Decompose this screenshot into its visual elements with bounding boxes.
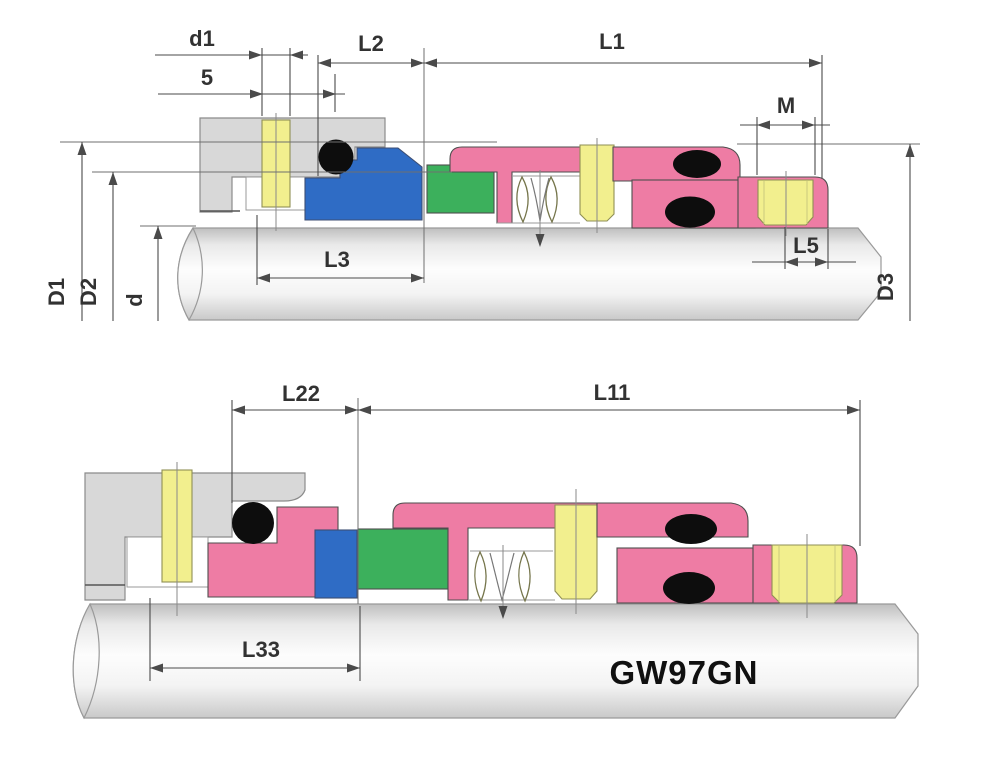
dim-L1: L1 [424,29,823,178]
shaft-body [177,227,882,321]
dim-L11-arrow-left [358,405,371,415]
drive-collar-edges-lower [778,546,836,602]
dim-label-5: 5 [201,65,213,90]
dim-L11-lines [358,400,861,546]
dim-D1: D1 [44,142,87,321]
dim-5-arrow-left [250,89,263,99]
dim-L11-arrow-right [847,405,860,415]
wave-spring-valley-lower [489,552,515,603]
dim-label-M: M [777,93,795,118]
shaft-body-lower [72,603,919,719]
dim-label-L3: L3 [324,247,350,272]
shaft-end-face-lower [72,602,100,720]
dim-L2-arrow-right [411,58,424,68]
dim-label-d: d [122,293,147,306]
wave-spring-right-leaf [545,175,558,224]
dim-M-arrow-left [757,120,770,130]
dim-L3-arrow-left [257,273,270,283]
dim-label-D2: D2 [76,278,101,306]
dim-L22: L22 [231,381,358,503]
o-ring-upper [673,150,721,178]
dim-L33-lines [149,598,361,681]
rotating-assembly-lower [207,489,858,619]
dim-L11: L11 [358,380,861,546]
dim-L33-arrow-left [150,663,163,673]
dim-D3: D3 [873,144,915,321]
reference-lines-top [60,48,920,283]
dim-M-lines [740,117,830,175]
top-view: d1 5 L2 L1 M L5 [44,26,920,322]
dim-label-L2: L2 [358,31,384,56]
dim-D1-arrow-up [77,142,87,155]
dim-L5-arrow-left [785,257,798,267]
gland-assembly-lower [84,462,306,616]
shaft-lower [72,602,919,720]
dim-L2-arrow-left [318,58,331,68]
seat-ring-lower [314,529,358,599]
o-ring-front [318,139,354,175]
dim-d1-arrow-left [249,50,262,60]
dim-L33: L33 [149,598,361,681]
dim-L2-lines [317,55,424,176]
dim-L5-arrow-right [815,257,828,267]
o-ring-front-lower [232,502,274,544]
dim-d1-lines [155,48,308,116]
dim-label-D1: D1 [44,278,69,306]
dim-5-arrow-right [323,89,336,99]
dim-label-D3: D3 [873,273,898,301]
dim-M: M [740,93,830,175]
dim-d-shaft: d [122,226,163,321]
dim-L1-lines [424,55,823,178]
dim-M-arrow-right [802,120,815,130]
shaft-upper [177,226,882,322]
dim-label-L22: L22 [282,381,320,406]
dim-label-L1: L1 [599,29,625,54]
bellows-center-arrow-lower [498,606,508,619]
o-ring-lower-lower-view [663,572,715,604]
dim-label-L33: L33 [242,637,280,662]
dim-D2: D2 [76,172,118,321]
dim-label-L5: L5 [793,233,819,258]
dim-D2-arrow-up [108,172,118,185]
dim-L1-arrow-left [424,58,437,68]
bellows-center-arrow [535,234,545,247]
dim-5: 5 [158,65,345,112]
wave-spring-right-leaf-lower [518,550,531,603]
dim-L5: L5 [752,227,856,269]
dim-L22-arrow-right [345,405,358,415]
dim-L33-arrow-right [347,663,360,673]
drive-collar-edges [763,181,808,224]
dim-L3: L3 [256,215,424,285]
dim-d1-arrow-right [290,50,303,60]
dim-L2: L2 [317,31,424,176]
o-ring-upper-lower-view [665,514,717,544]
rotating-face-lower [357,528,449,590]
rotating-face [426,164,495,214]
bottom-view: L22 L11 L33 GW97GN [72,380,919,720]
o-ring-lower [665,196,715,228]
dim-L1-arrow-right [809,58,822,68]
dim-L22-arrow-left [232,405,245,415]
wave-spring-left-leaf-lower [474,550,487,603]
dim-L3-arrow-right [411,273,424,283]
dim-L22-lines [231,400,358,503]
wave-spring-left-leaf [516,175,529,224]
dim-label-L11: L11 [594,380,631,405]
rotating-assembly [304,138,829,247]
dim-L3-lines [256,215,424,285]
dim-d-arrow-up [153,226,163,239]
model-code-label: GW97GN [609,654,758,691]
dim-d1: d1 [155,26,308,116]
dim-label-d1: d1 [189,26,215,51]
dim-D3-arrow-up [905,144,915,157]
shaft-end-face [177,226,203,322]
